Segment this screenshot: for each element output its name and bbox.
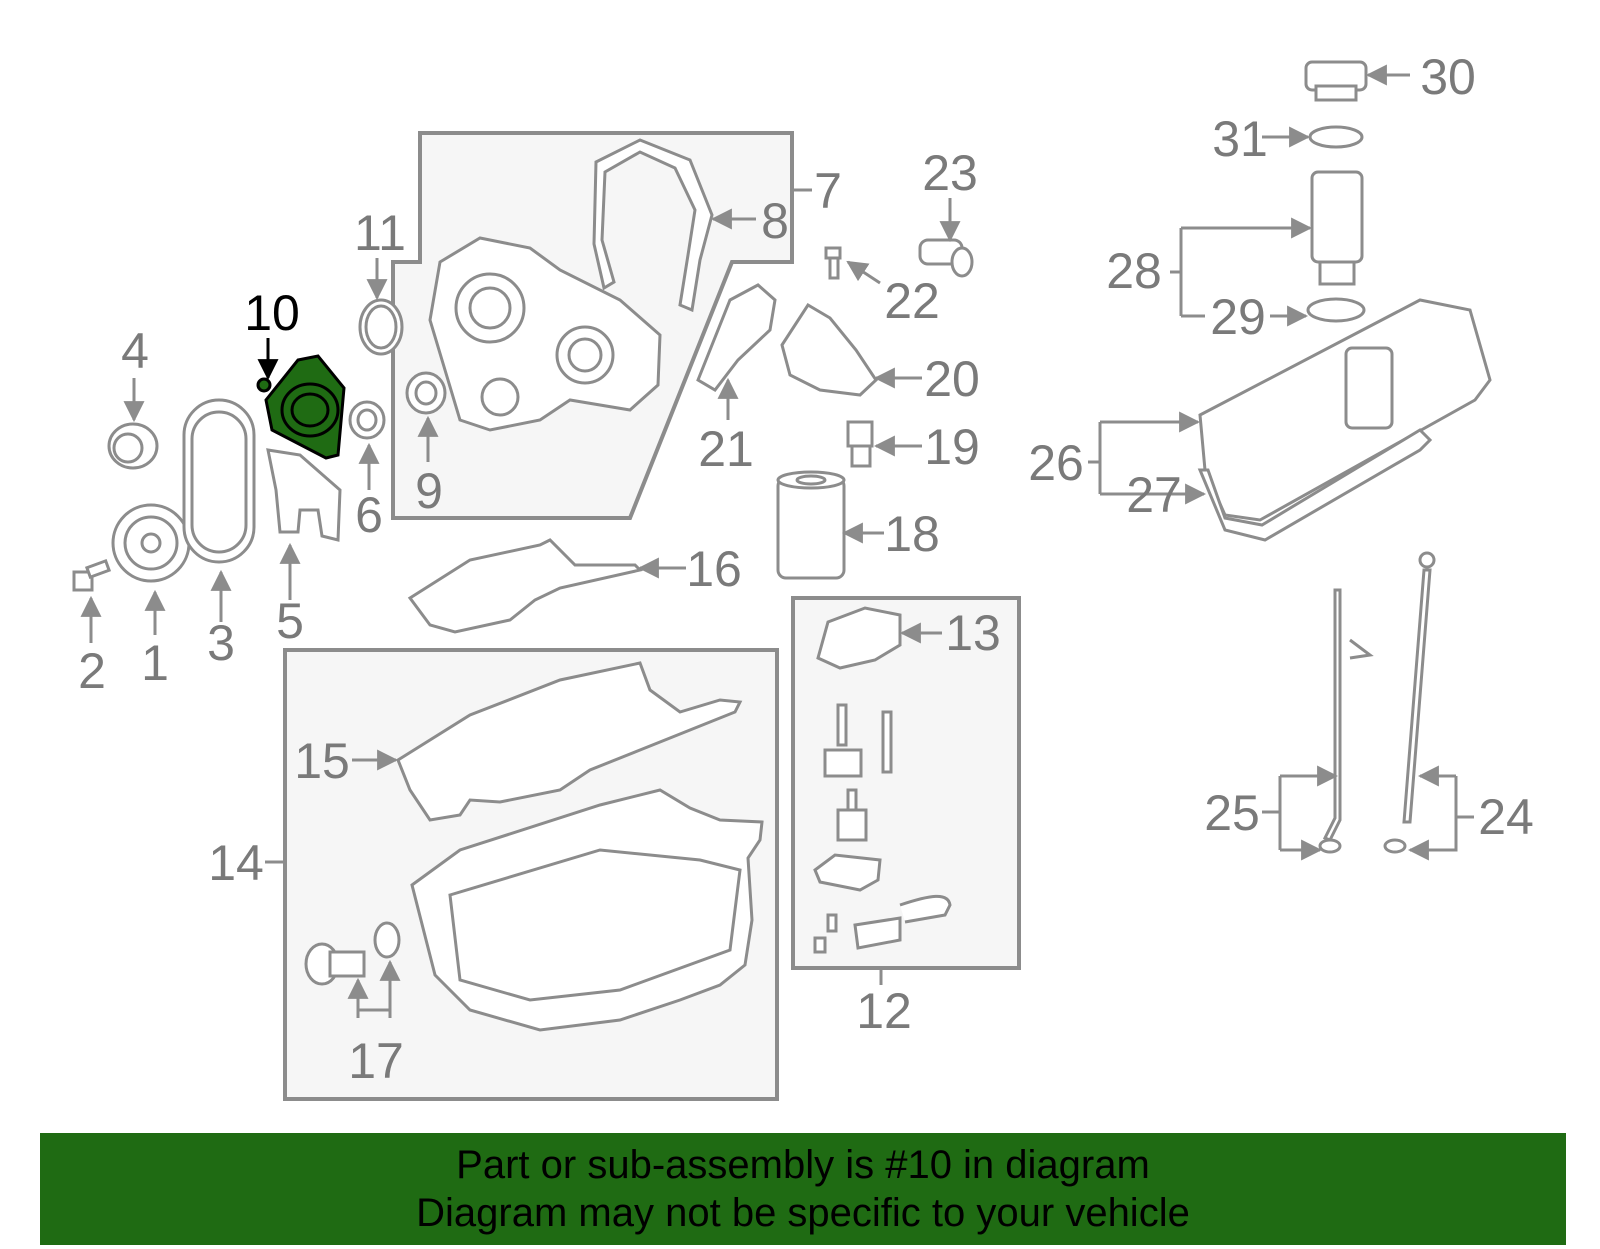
oil-filter-part [776,470,846,580]
callout-2: 2 [78,643,106,699]
callout-15: 15 [294,733,350,789]
callout-25: 25 [1204,785,1260,841]
bracket-part [266,448,342,542]
callout-6: 6 [355,487,383,543]
callout-30: 30 [1420,49,1476,105]
bolt-22-part [824,246,842,280]
callout-14: 14 [208,835,264,891]
sensor-23-part [918,238,974,278]
callout-20: 20 [924,351,980,407]
callout-11: 11 [354,205,406,261]
leader-17 [356,1008,392,1018]
callout-16: 16 [686,541,742,597]
callout-27: 27 [1126,467,1182,523]
o-ring-31-part [1308,125,1364,149]
callout-17: 17 [348,1033,404,1089]
banner-line-2: Diagram may not be specific to your vehi… [416,1191,1190,1235]
callout-31: 31 [1212,111,1268,167]
crank-pulley-part [111,503,191,583]
seal-ring-6-part [348,400,386,440]
timing-belt-part [182,398,256,564]
highlighted-part-10[interactable] [256,354,346,460]
valve-cover-gasket-part [1197,428,1433,542]
filler-tube-part [1310,170,1364,286]
pulley-bolt-part [72,558,112,592]
callout-24: 24 [1478,789,1534,845]
callout-3: 3 [207,615,235,671]
callout-26: 26 [1028,435,1084,491]
callout-12: 12 [856,983,912,1039]
banner-line-1: Part or sub-assembly is #10 in diagram [456,1143,1150,1187]
callout-21: 21 [698,421,754,477]
pan-gasket-part [396,661,743,822]
fitting-19-part [846,420,874,468]
seal-ring-9-part [405,371,447,415]
leader-22 [846,260,881,285]
callout-13: 13 [945,605,1001,661]
callout-28: 28 [1106,243,1162,299]
housing-20-part [780,302,878,397]
callout-8: 8 [761,193,789,249]
callout-10: 10 [244,285,300,341]
oil-cap-part [1304,60,1368,102]
drain-plug-part [304,921,401,986]
callout-5: 5 [276,593,304,649]
callout-9: 9 [415,463,443,519]
callout-29: 29 [1210,289,1266,345]
callout-18: 18 [884,506,940,562]
dipstick-tube-part [1318,588,1374,854]
callout-19: 19 [924,419,980,475]
callout-7: 7 [814,163,842,219]
pump-internals-part [813,703,952,954]
o-ring-29-part [1306,297,1366,323]
baffle-16-part [407,538,643,634]
callout-1: 1 [141,635,169,691]
o-ring-11-part [358,298,404,356]
front-seal-part [107,422,159,470]
leader-24 [1420,776,1458,852]
dipstick-part [1383,551,1436,854]
part-info-banner: Part or sub-assembly is #10 in diagram D… [40,1133,1566,1245]
timing-cover-part [428,236,662,432]
callout-23: 23 [922,145,978,201]
cover-gasket-part [592,138,714,313]
oil-pan-part [410,788,764,1032]
callout-4: 4 [121,323,149,379]
callout-22: 22 [884,273,940,329]
